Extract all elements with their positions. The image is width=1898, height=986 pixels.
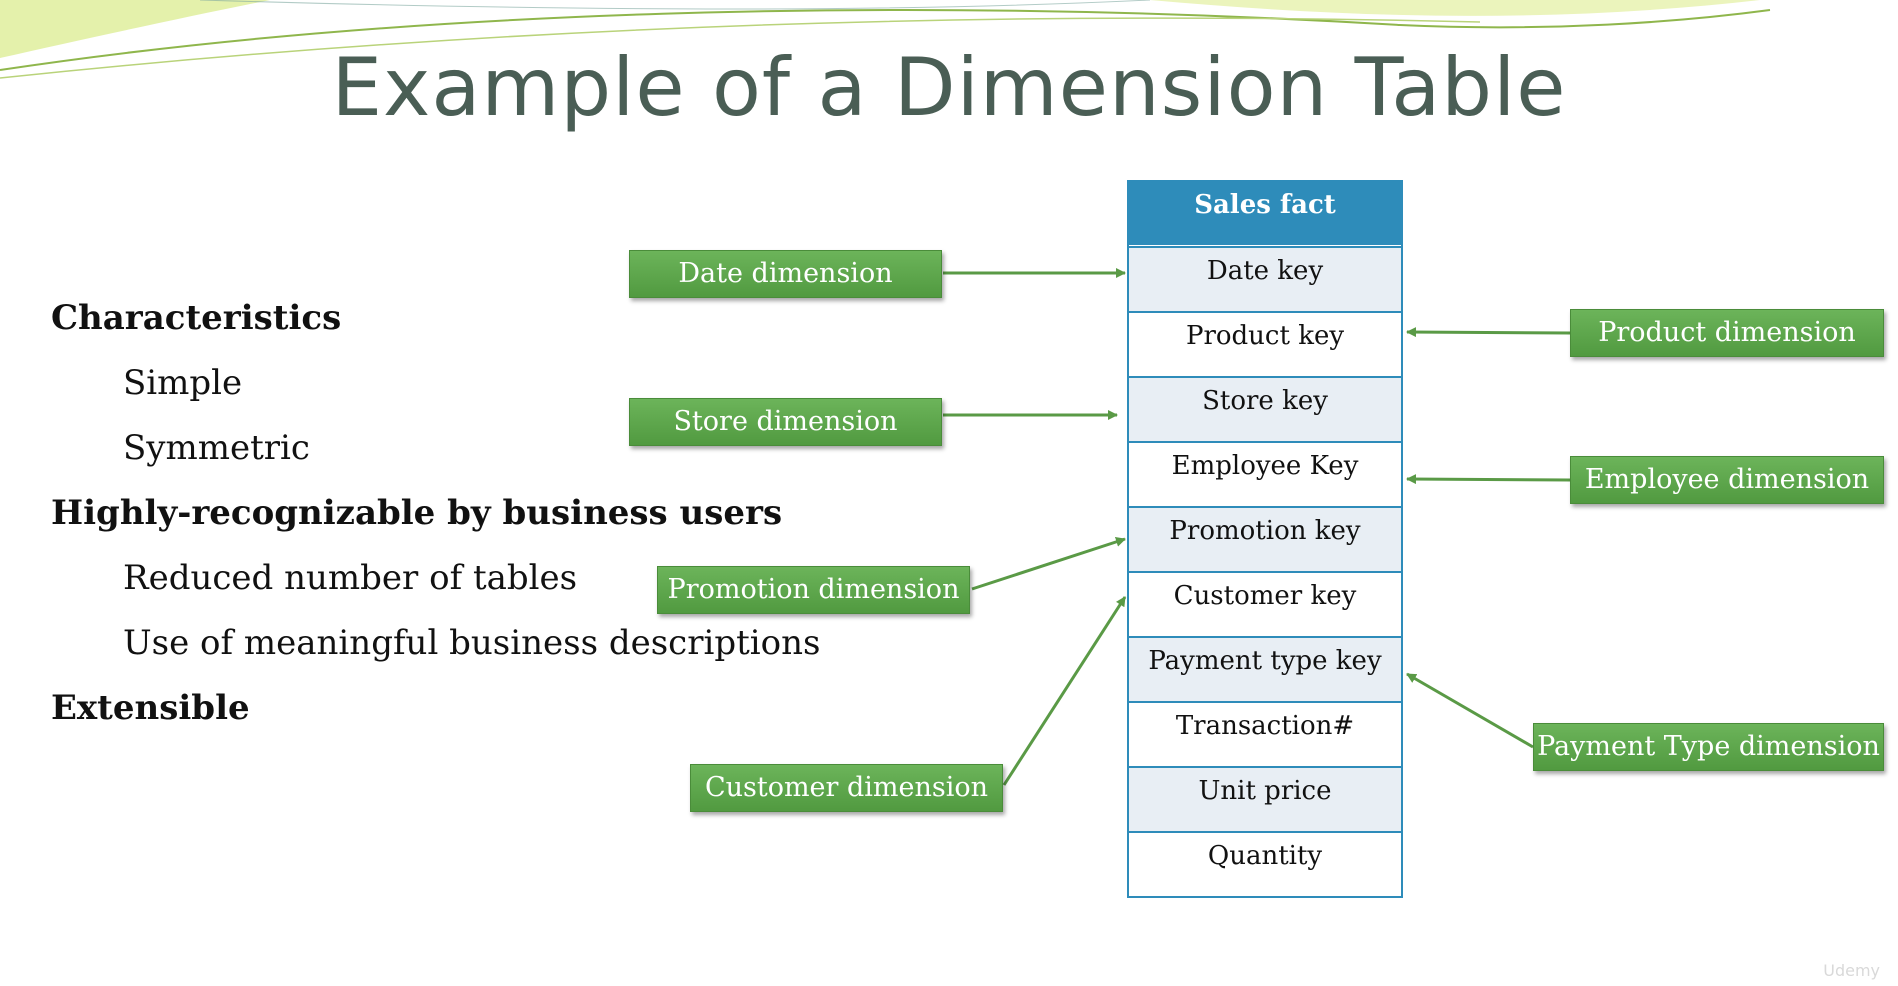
- customer-dimension-box: Customer dimension: [690, 764, 1003, 812]
- slide-title: Example of a Dimension Table: [331, 41, 1567, 134]
- bullet-extensible: Extensible: [51, 688, 250, 728]
- bullet-characteristics: Characteristics: [51, 298, 342, 338]
- fact-row-quantity: Quantity: [1129, 831, 1401, 896]
- udemy-watermark: Udemy: [1823, 961, 1880, 980]
- arrow-payment-type: [1406, 672, 1534, 749]
- payment-type-dimension-box: Payment Type dimension: [1533, 723, 1884, 771]
- product-dimension-box: Product dimension: [1570, 309, 1884, 357]
- fact-row-transaction: Transaction#: [1129, 701, 1401, 766]
- fact-table-header: Sales fact: [1129, 182, 1401, 246]
- arrow-customer: [1002, 596, 1127, 786]
- fact-row-product-key: Product key: [1129, 311, 1401, 376]
- arrow-promotion: [971, 537, 1126, 591]
- promotion-dimension-box: Promotion dimension: [657, 566, 970, 614]
- bullet-simple: Simple: [123, 363, 243, 403]
- fact-row-payment-type-key: Payment type key: [1129, 636, 1401, 701]
- bullet-meaningful-descriptions: Use of meaningful business descriptions: [123, 623, 821, 663]
- date-dimension-box: Date dimension: [629, 250, 942, 298]
- arrow-employee: [1406, 474, 1571, 485]
- fact-row-unit-price: Unit price: [1129, 766, 1401, 831]
- fact-row-employee-key: Employee Key: [1129, 441, 1401, 506]
- fact-row-store-key: Store key: [1129, 376, 1401, 441]
- sales-fact-table: Sales fact Date key Product key Store ke…: [1127, 180, 1403, 898]
- fact-row-customer-key: Customer key: [1129, 571, 1401, 636]
- decorative-swoosh: [0, 0, 1771, 79]
- fact-row-date-key: Date key: [1129, 246, 1401, 311]
- bullet-reduced-tables: Reduced number of tables: [123, 558, 578, 598]
- bullet-symmetric: Symmetric: [123, 428, 310, 468]
- store-dimension-box: Store dimension: [629, 398, 942, 446]
- fact-row-promotion-key: Promotion key: [1129, 506, 1401, 571]
- bullet-highly-recognizable: Highly-recognizable by business users: [51, 493, 783, 533]
- employee-dimension-box: Employee dimension: [1570, 456, 1884, 504]
- arrow-product: [1406, 327, 1571, 338]
